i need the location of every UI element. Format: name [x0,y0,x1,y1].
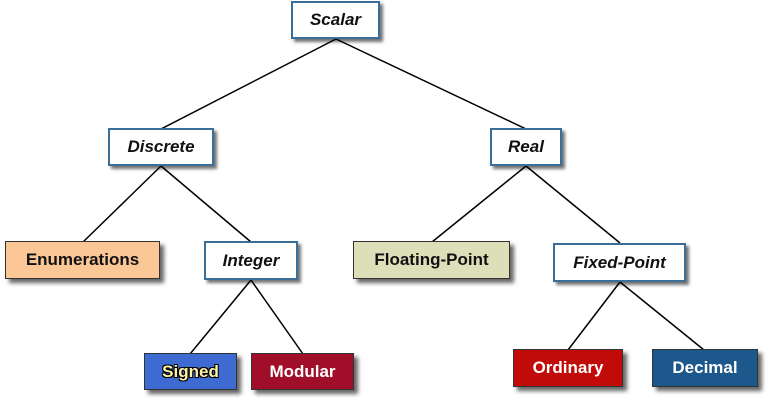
edge-integer-modular [250,279,304,355]
edge-scalar-discrete [160,38,337,130]
node-real: Real [490,128,562,166]
edge-discrete-enumerations [82,165,162,243]
edge-integer-signed [189,279,252,355]
edge-discrete-integer [160,165,252,243]
node-decimal: Decimal [652,349,758,387]
node-ordinary: Ordinary [513,349,623,387]
edge-fixed-point-decimal [619,281,705,351]
node-scalar: Scalar [291,1,380,39]
node-signed: Signed [144,353,237,390]
edge-scalar-real [335,38,527,130]
node-floating-point: Floating-Point [353,241,510,279]
node-integer: Integer [204,241,298,280]
edge-real-floating-point [431,165,527,243]
edge-fixed-point-ordinary [567,281,621,351]
node-modular: Modular [251,353,354,390]
node-enumerations: Enumerations [5,241,160,279]
node-discrete: Discrete [108,128,214,166]
node-fixed-point: Fixed-Point [553,243,686,282]
edge-real-fixed-point [525,165,621,244]
